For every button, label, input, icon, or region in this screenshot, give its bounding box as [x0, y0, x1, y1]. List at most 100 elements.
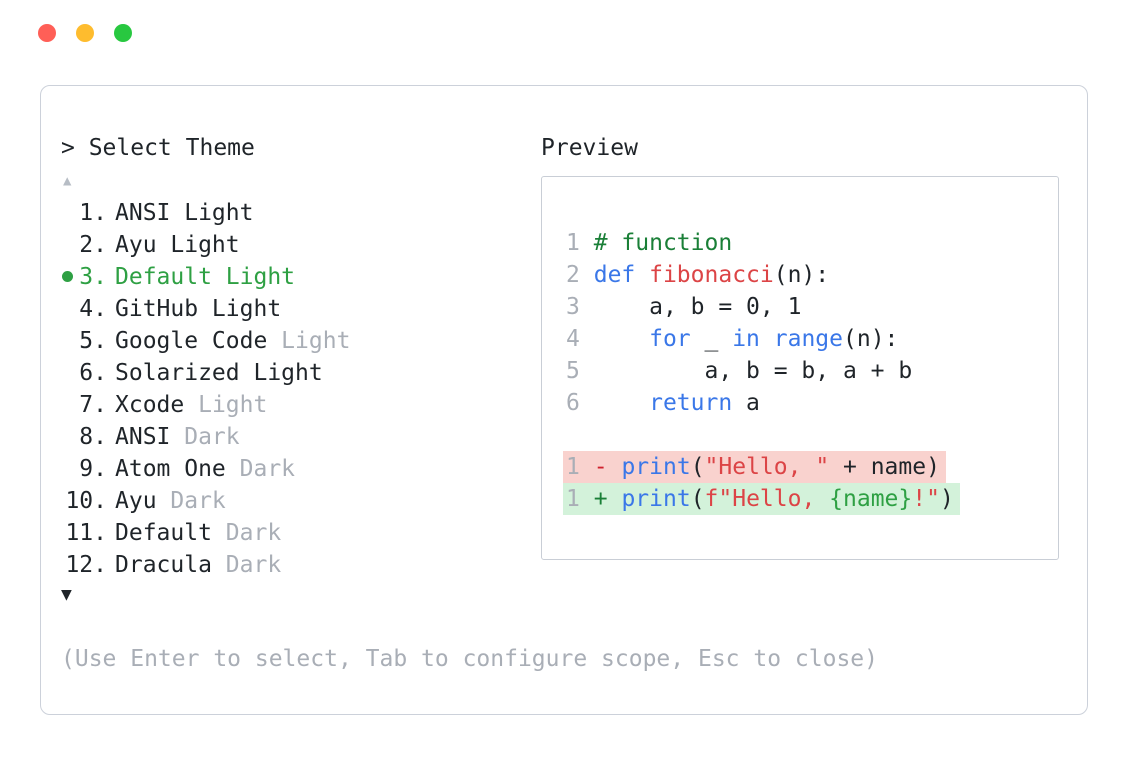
- keyboard-hint: (Use Enter to select, Tab to configure s…: [61, 646, 878, 672]
- code-token: "Hello, ": [704, 454, 830, 480]
- line-number: 1: [566, 454, 580, 480]
- line-number: 3: [566, 294, 580, 320]
- code-token: (: [690, 486, 705, 512]
- theme-list-item[interactable]: 6.Solarized Light: [61, 357, 350, 389]
- code-token: (: [690, 454, 705, 480]
- theme-item-label: ANSI: [115, 424, 171, 450]
- theme-item-label-muted: Dark: [211, 520, 282, 546]
- theme-item-label: GitHub Light: [115, 296, 282, 322]
- theme-item-label-muted: Light: [184, 392, 268, 418]
- code-token: def: [593, 262, 650, 288]
- code-token: ): [939, 486, 954, 512]
- theme-list-item[interactable]: 8. ANSI Dark: [61, 421, 350, 453]
- theme-list-item[interactable]: 1. ANSI Light: [61, 197, 350, 229]
- code-line: 4 for _ in range(n):: [566, 323, 1058, 355]
- theme-item-number: 1.: [79, 200, 107, 226]
- theme-item-label-muted: Light: [267, 328, 351, 354]
- theme-list-item[interactable]: 11. Default Dark: [61, 517, 350, 549]
- diff-sign: +: [593, 486, 608, 512]
- theme-list-item[interactable]: 9.Atom One Dark: [61, 453, 350, 485]
- code-line: 2 def fibonacci(n):: [566, 259, 1058, 291]
- code-token: (n):: [773, 262, 830, 288]
- selected-dot-icon: [62, 271, 73, 282]
- code-line: 1 - print("Hello, " + name): [563, 451, 1058, 483]
- theme-item-number: 7.: [79, 392, 107, 418]
- theme-list-item[interactable]: 12. Dracula Dark: [61, 549, 350, 581]
- theme-item-label-muted: Dark: [225, 456, 296, 482]
- theme-list: 1. ANSI Light 2. Ayu Light 3. Default Light 4.…: [61, 197, 350, 581]
- code-line: 1 + print(f"Hello, {name}!"): [563, 483, 1058, 515]
- code-token: [760, 326, 774, 352]
- code-line: 6 return a: [566, 387, 1058, 419]
- code-token: a: [732, 390, 760, 416]
- code-token: (n):: [843, 326, 899, 352]
- theme-item-label-muted: Dark: [156, 488, 226, 514]
- close-button[interactable]: [38, 24, 56, 42]
- code-line: 3 a, b = 0, 1: [566, 291, 1058, 323]
- code-token: !": [912, 486, 940, 512]
- theme-item-label: Default Light: [115, 264, 296, 290]
- theme-picker-panel: > Select Theme Preview ▲ 1. ANSI Light 2. A…: [40, 85, 1088, 715]
- code-token: {name}: [829, 486, 913, 512]
- code-token: f"Hello,: [704, 486, 830, 512]
- code-token: return: [649, 390, 733, 416]
- code-token: _: [690, 326, 733, 352]
- code-token: print: [621, 454, 691, 480]
- theme-item-label: Google Code: [115, 328, 268, 354]
- theme-item-label-muted: Dark: [211, 552, 282, 578]
- theme-item-number: 4.: [79, 296, 107, 322]
- theme-list-item[interactable]: 3. Default Light: [61, 261, 350, 293]
- theme-list-item[interactable]: 2. Ayu Light: [61, 229, 350, 261]
- code-token: + name): [829, 454, 940, 480]
- scroll-up-indicator: ▲: [63, 173, 72, 189]
- theme-item-label: Ayu: [115, 488, 157, 514]
- code-token: for: [649, 326, 691, 352]
- line-number: 2: [566, 262, 580, 288]
- minimize-button[interactable]: [76, 24, 94, 42]
- theme-item-number: 11.: [65, 520, 107, 546]
- theme-item-label: Solarized Light: [115, 360, 323, 386]
- code-token: a, b = 0, 1: [593, 294, 802, 320]
- line-number: 6: [566, 390, 580, 416]
- code-token: a, b = b, a + b: [593, 358, 913, 384]
- select-theme-prompt: > Select Theme: [61, 135, 255, 161]
- theme-item-label: Xcode: [115, 392, 185, 418]
- line-number: 1: [566, 486, 580, 512]
- diff-sign: -: [593, 454, 608, 480]
- window-controls: [38, 24, 132, 42]
- preview-title: Preview: [541, 135, 638, 161]
- theme-item-label: Atom One: [115, 456, 226, 482]
- theme-item-label: ANSI Light: [115, 200, 254, 226]
- theme-item-label: Dracula: [115, 552, 212, 578]
- theme-item-label: Default: [115, 520, 212, 546]
- theme-item-number: 10.: [65, 488, 107, 514]
- code-line: 5 a, b = b, a + b: [566, 355, 1058, 387]
- code-token: print: [621, 486, 691, 512]
- code-token: [594, 326, 649, 352]
- theme-list-item[interactable]: 4. GitHub Light: [61, 293, 350, 325]
- theme-list-item[interactable]: 7. Xcode Light: [61, 389, 350, 421]
- code-token: in: [732, 326, 760, 352]
- line-number: 4: [566, 326, 580, 352]
- code-line: [566, 419, 1058, 451]
- theme-item-number: 5.: [79, 328, 107, 354]
- theme-item-number: 12.: [65, 552, 107, 578]
- line-number: 1: [566, 230, 580, 256]
- scroll-down-indicator: ▼: [61, 584, 72, 605]
- code-line: 1 # function: [566, 227, 1058, 259]
- theme-list-item[interactable]: 10. Ayu Dark: [61, 485, 350, 517]
- theme-item-number: 3.: [79, 264, 107, 290]
- theme-item-label: Ayu Light: [115, 232, 240, 258]
- theme-item-number: 2.: [79, 232, 107, 258]
- line-number: 5: [566, 358, 580, 384]
- code-token: [594, 390, 649, 416]
- theme-item-number: 8.: [79, 424, 107, 450]
- code-token: # function: [593, 230, 733, 256]
- code-token: range: [773, 326, 844, 352]
- code-token: fibonacci: [649, 262, 774, 288]
- theme-item-label-muted: Dark: [170, 424, 240, 450]
- theme-list-item[interactable]: 5. Google Code Light: [61, 325, 350, 357]
- zoom-button[interactable]: [114, 24, 132, 42]
